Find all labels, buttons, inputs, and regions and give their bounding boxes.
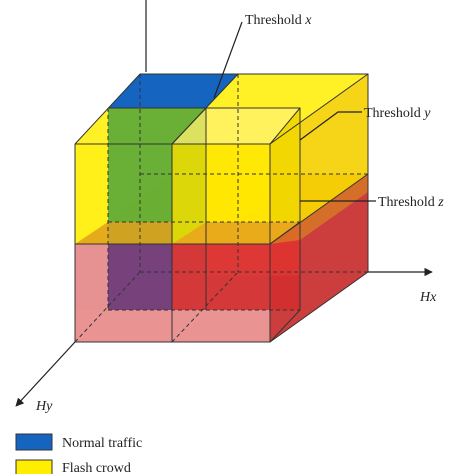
threshold-y-leader	[299, 111, 362, 141]
threshold-x-leader	[213, 21, 243, 99]
orange-band-middle	[172, 222, 300, 244]
inner-yellow-side	[270, 108, 300, 244]
hx-axis-label: Hx	[419, 290, 437, 305]
threshold-z-label: Threshold z	[378, 195, 444, 210]
threshold-x-label: Threshold x	[245, 13, 312, 28]
legend: Normal traffic Flash crowd	[15, 433, 142, 474]
legend-swatch-normal-traffic	[15, 433, 53, 451]
purple-region	[108, 244, 172, 310]
cube-edges	[74, 73, 369, 343]
inner-yellow-top	[172, 108, 300, 144]
hy-axis-arrow	[15, 341, 76, 407]
inner-yellow-front	[172, 144, 270, 244]
hy-axis-label: Hy	[35, 399, 53, 414]
orange-band-left	[75, 222, 172, 244]
hidden-edges	[74, 74, 368, 343]
legend-label-normal-traffic: Normal traffic	[62, 436, 142, 451]
threshold-y-label: Threshold y	[364, 106, 431, 121]
legend-swatch-flash-crowd	[15, 459, 53, 474]
legend-label-flash-crowd: Flash crowd	[62, 461, 131, 474]
